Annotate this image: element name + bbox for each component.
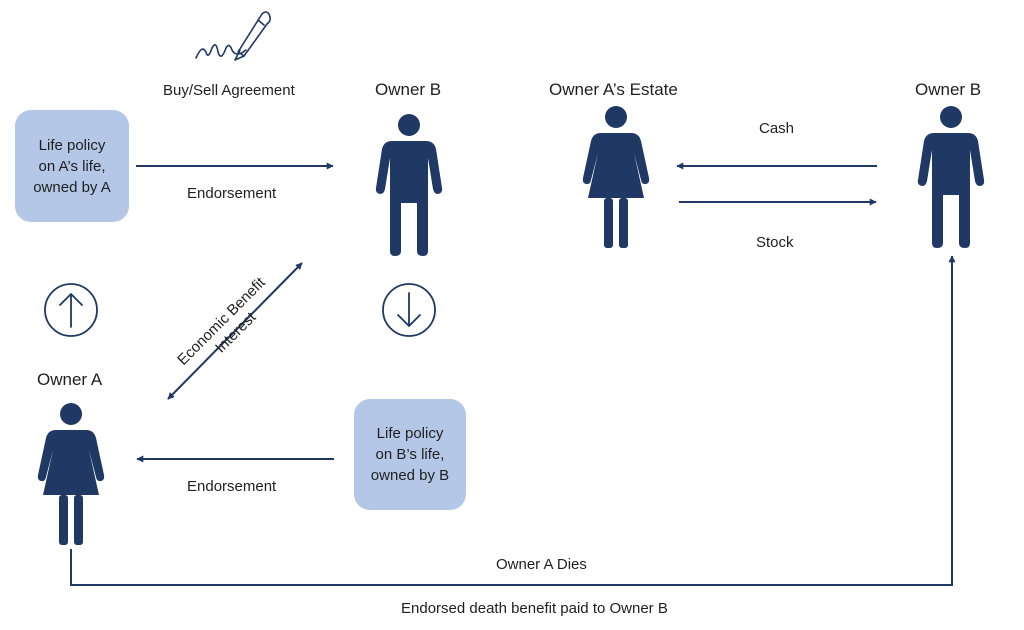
policy-a-line2: on A’s life, bbox=[38, 157, 106, 175]
svg-text:Economic Benefit Interes: Economic Benefit Interest bbox=[174, 271, 284, 381]
policy-b-line3: owned by B bbox=[370, 467, 450, 484]
policy-box-b: Life policy on B’s life, owned by B bbox=[354, 399, 466, 510]
endorsement-bottom-label: Endorsement bbox=[187, 478, 277, 495]
buy-sell-agreement-label: Buy/Sell Agreement bbox=[163, 82, 295, 99]
up-arrow-circle-icon bbox=[44, 283, 98, 337]
endorsement-top-label: Endorsement bbox=[187, 185, 277, 202]
policy-a-line1: Life policy bbox=[38, 136, 106, 154]
owner-b-right-label: Owner B bbox=[915, 80, 982, 99]
death-benefit-label: Endorsed death benefit paid to Owner B bbox=[401, 600, 668, 617]
pen-signature-icon bbox=[195, 11, 271, 61]
down-arrow-circle-icon bbox=[382, 283, 436, 337]
owner-b-figure bbox=[375, 114, 443, 256]
economic-benefit-arrow bbox=[167, 262, 303, 400]
cash-label: Cash bbox=[759, 120, 795, 137]
stock-label: Stock bbox=[756, 234, 794, 251]
owner-a-estate-label: Owner A’s Estate bbox=[549, 80, 678, 99]
policy-b-line1: Life policy bbox=[376, 425, 444, 442]
owner-b-right-figure bbox=[917, 106, 985, 248]
owner-a-figure bbox=[37, 403, 105, 545]
death-benefit-arrow bbox=[70, 255, 956, 586]
owner-a-estate-figure bbox=[582, 106, 650, 248]
policy-b-line2: on B’s life, bbox=[375, 446, 445, 463]
owner-a-label: Owner A bbox=[37, 370, 103, 389]
policy-box-a: Life policy on A’s life, owned by A bbox=[15, 110, 129, 222]
owner-a-dies-label: Owner A Dies bbox=[496, 556, 587, 573]
owner-b-top-label: Owner B bbox=[375, 80, 442, 99]
policy-a-line3: owned by A bbox=[33, 178, 111, 196]
